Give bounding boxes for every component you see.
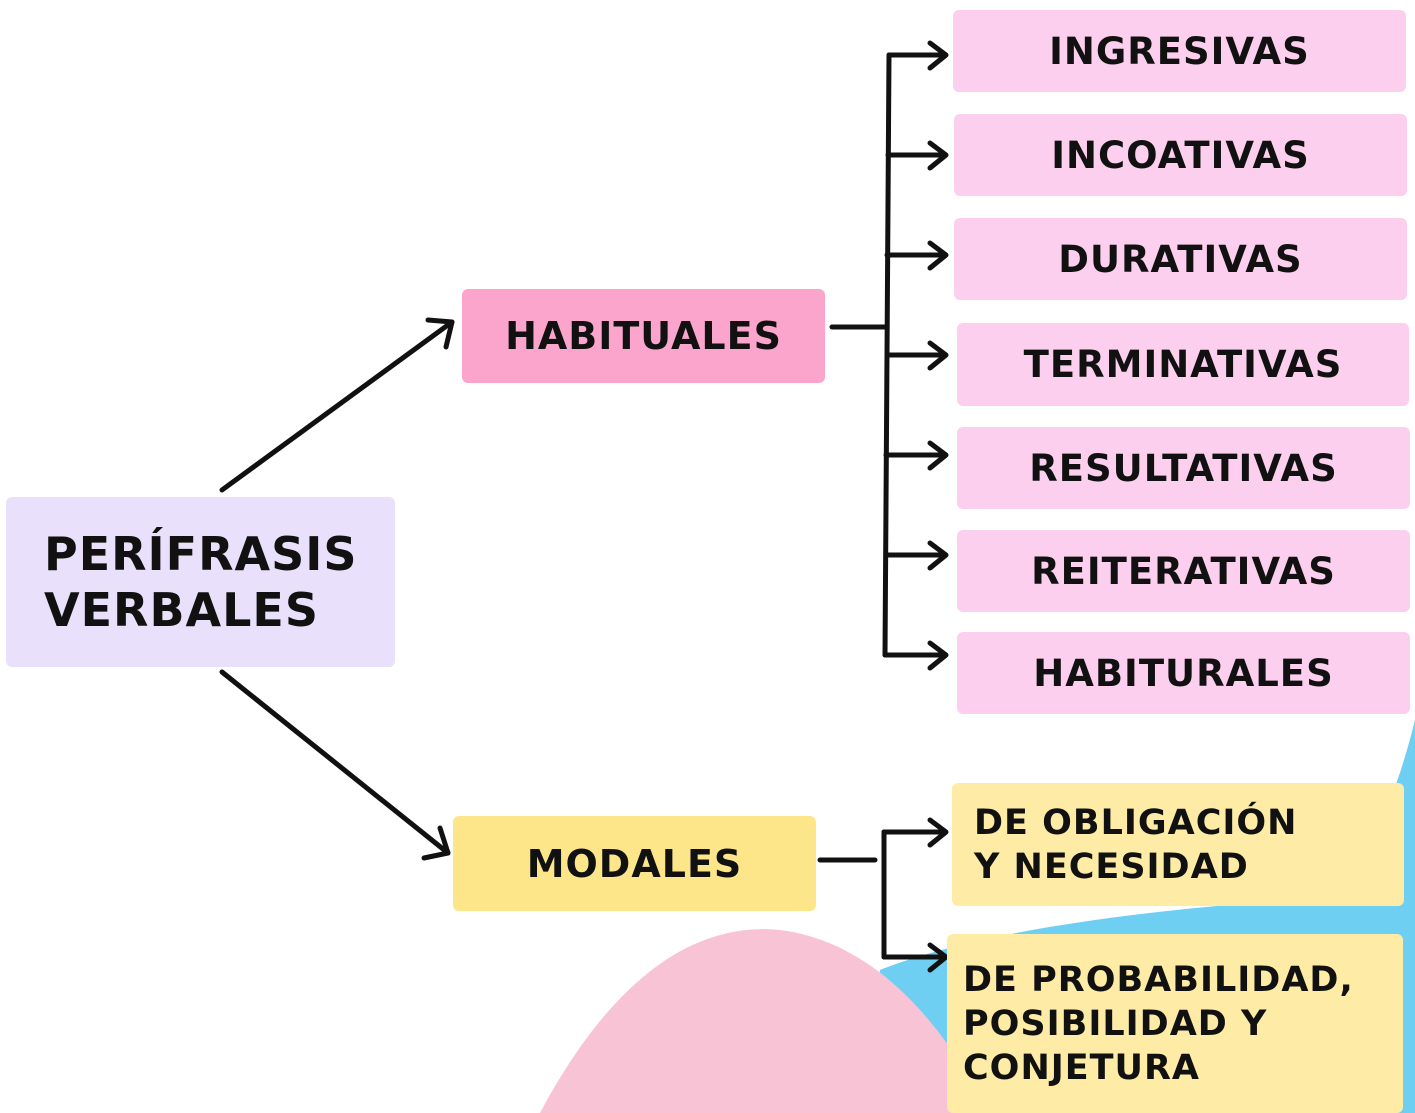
leaf-terminativas: TERMINATIVAS	[957, 323, 1409, 406]
root-label: PERÍFRASIS VERBALES	[44, 527, 358, 637]
leaf-obligacion-necesidad: DE OBLIGACIÓN Y NECESIDAD	[952, 783, 1404, 906]
leaf-probabilidad-posibilidad-conjetura: DE PROBABILIDAD, POSIBILIDAD Y CONJETURA	[947, 934, 1403, 1113]
habituales-child-arrows	[882, 40, 949, 671]
modales-child-arrows	[881, 817, 949, 973]
category-modales-label: MODALES	[526, 841, 743, 886]
connector-root-modales	[219, 669, 451, 856]
leaf-label: DE PROBABILIDAD, POSIBILIDAD Y CONJETURA	[963, 959, 1354, 1088]
leaf-label: DE OBLIGACIÓN Y NECESIDAD	[974, 802, 1298, 887]
leaf-reiterativas: REITERATIVAS	[957, 530, 1410, 612]
category-habituales-label: HABITUALES	[505, 314, 782, 358]
category-habituales: HABITUALES	[462, 289, 825, 383]
leaf-label: HABITURALES	[1033, 651, 1334, 695]
leaf-resultativas: RESULTATIVAS	[957, 427, 1410, 509]
root-node: PERÍFRASIS VERBALES	[6, 497, 395, 667]
category-modales: MODALES	[453, 816, 816, 911]
arrowhead-modales	[421, 825, 451, 861]
leaf-label: INCOATIVAS	[1051, 133, 1310, 177]
leaf-label: RESULTATIVAS	[1029, 446, 1338, 490]
connector-root-habituales	[219, 319, 455, 493]
leaf-incoativas: INCOATIVAS	[954, 114, 1407, 196]
leaf-ingresivas: INGRESIVAS	[953, 10, 1406, 92]
leaf-label: TERMINATIVAS	[1023, 343, 1343, 386]
leaf-habiturales: HABITURALES	[957, 632, 1410, 714]
pink-blob	[540, 929, 990, 1113]
arrowhead-habituales	[425, 317, 455, 350]
leaf-label: INGRESIVAS	[1049, 29, 1310, 73]
leaf-label: REITERATIVAS	[1031, 549, 1336, 593]
leaf-label: DURATIVAS	[1058, 237, 1303, 281]
leaf-durativas: DURATIVAS	[954, 218, 1407, 300]
